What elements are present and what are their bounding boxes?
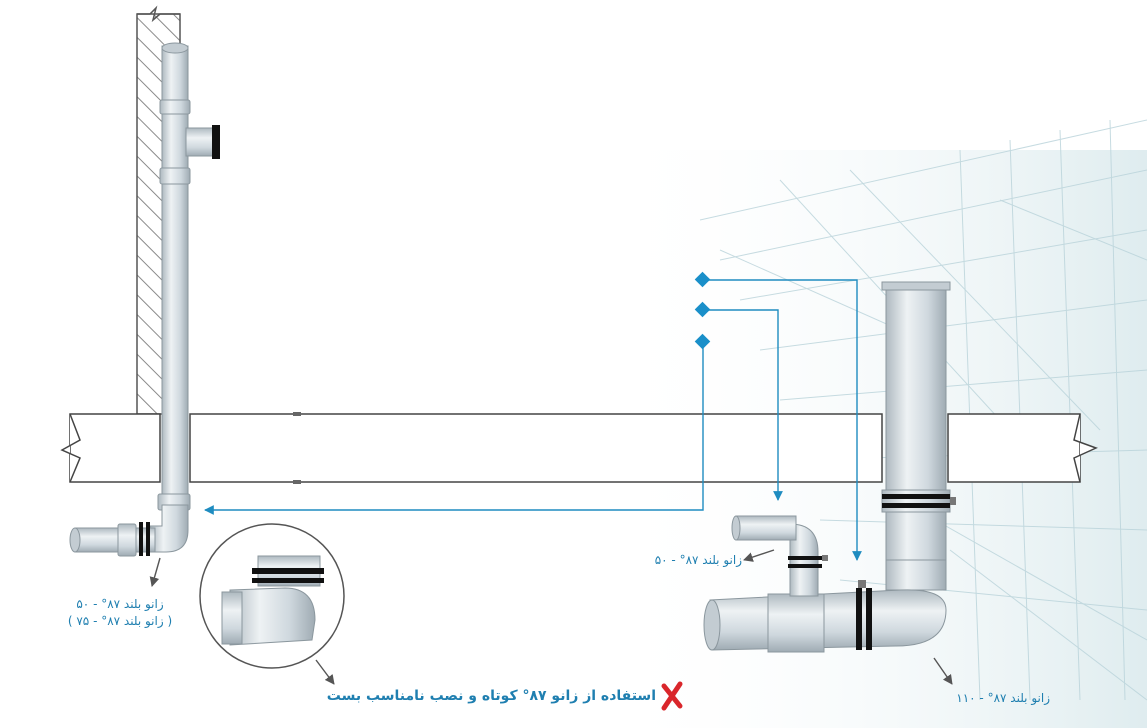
left-elbow [69,504,189,557]
label-elbow-75-left: ( زانو بلند ۸۷° - ۷۵ ) [67,614,173,628]
label-pointers [149,549,953,685]
floor-slab [60,412,1098,484]
label-elbow-50-right: زانو بلند ۸۷° - ۵۰ [654,553,742,567]
right-small-branch [731,515,828,597]
wrong-usage-caption: استفاده از زانو ۸۷° کوتاه و نصب نامناسب … [326,688,656,704]
magnified-detail-circle [199,523,345,669]
red-x-icon [661,681,683,711]
right-horizontal-pipe [703,580,947,653]
right-vertical-pipe [881,281,956,591]
label-elbow-110-right: زانو بلند ۸۷° - ۱۱۰ [956,691,1050,705]
left-tee-branch [185,125,220,159]
leader-lines [204,279,862,561]
label-elbow-50-left: زانو بلند ۸۷° - ۵۰ [76,597,164,611]
left-vertical-pipe [157,42,191,525]
